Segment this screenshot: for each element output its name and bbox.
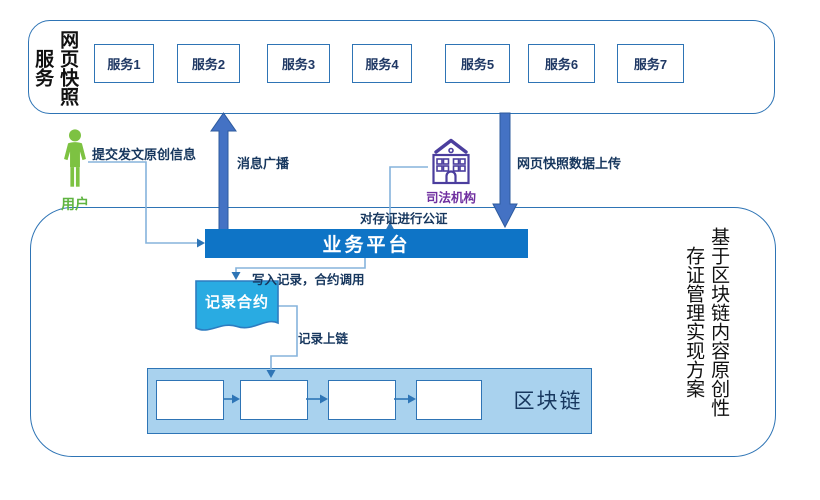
service-box-2-label: 服务2 — [191, 57, 226, 72]
service-box-2: 服务2 — [177, 44, 240, 83]
block-node-2 — [240, 380, 308, 420]
service-box-6-label: 服务6 — [544, 57, 579, 72]
service-box-1-label: 服务1 — [107, 57, 141, 72]
judicial-actor — [427, 137, 475, 192]
diagram-title-line2: 存证管理实现方案 — [683, 246, 706, 398]
block-node-1 — [156, 380, 224, 420]
user-actor — [60, 127, 90, 196]
service-box-1: 服务1 — [94, 44, 154, 83]
business-platform-node: 业务平台 — [205, 229, 528, 258]
block-node-4 — [416, 380, 482, 420]
service-box-5: 服务5 — [445, 44, 510, 83]
service-box-4-label: 服务4 — [365, 57, 399, 72]
service-box-4: 服务4 — [352, 44, 412, 83]
record-contract-label: 记录合约 — [204, 294, 269, 311]
block-node-3 — [328, 380, 396, 420]
service-box-3: 服务3 — [267, 44, 330, 83]
annotation-message-broadcast: 消息广播 — [237, 156, 290, 171]
snapshot-label-col2: 服务 — [32, 49, 55, 87]
blockchain-label: 区块链 — [513, 389, 583, 413]
diagram-title-line1: 基于区块链内容原创性 — [708, 227, 731, 417]
service-box-7-label: 服务7 — [633, 57, 668, 72]
annotation-submit-info: 提交发文原创信息 — [92, 147, 197, 162]
service-box-6: 服务6 — [528, 44, 595, 83]
annotation-notarize: 对存证进行公证 — [360, 212, 448, 226]
diagram-title-vertical: 基于区块链内容原创性 存证管理实现方案 — [681, 216, 731, 428]
user-icon — [64, 129, 86, 187]
snapshot-services-label: 网页快照 服务 — [30, 24, 80, 112]
annotation-snapshot-upload: 网页快照数据上传 — [517, 156, 622, 171]
judicial-label: 司法机构 — [425, 191, 476, 205]
annotation-record-onchain: 记录上链 — [298, 332, 349, 346]
service-box-7: 服务7 — [617, 44, 684, 83]
annotation-write-record: 写入记录，合约调用 — [252, 273, 365, 287]
courthouse-icon — [432, 138, 470, 185]
business-platform-label: 业务平台 — [322, 235, 411, 256]
service-box-3-label: 服务3 — [281, 57, 316, 72]
snapshot-label-col1: 网页快照 — [57, 30, 80, 106]
user-label: 用户 — [61, 196, 89, 212]
service-box-5-label: 服务5 — [460, 57, 495, 72]
